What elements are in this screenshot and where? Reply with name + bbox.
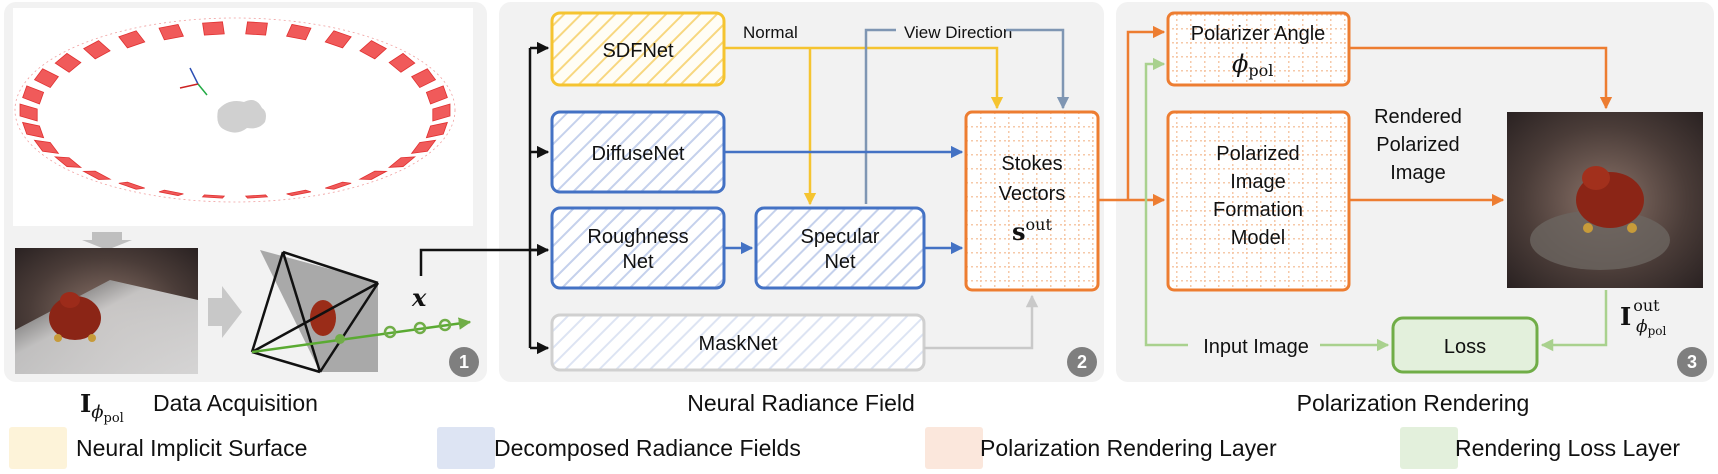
roughness-net-label-1: Roughness — [587, 226, 688, 248]
camera-icon — [158, 189, 184, 196]
specular-net-box — [754, 206, 926, 290]
object-silhouette-icon — [179, 67, 266, 133]
camera-icon — [286, 189, 312, 196]
stokes-label-1: Stokes — [1001, 153, 1062, 175]
rendered-image — [1507, 112, 1703, 288]
legend-label-1: Decomposed Radiance Fields — [494, 435, 801, 461]
roughness-net-label-2: Net — [622, 251, 654, 273]
camera-icon — [388, 52, 416, 73]
point-symbol: x — [411, 283, 427, 312]
camera-icon — [53, 156, 83, 168]
section-title-neural-radiance-field: Neural Radiance Field — [687, 390, 915, 416]
legend-swatch-2 — [925, 427, 983, 469]
camera-icon — [118, 30, 146, 49]
legend-swatch-3 — [1400, 427, 1458, 469]
pifm-label-3: Formation — [1213, 199, 1303, 221]
camera-icon — [54, 52, 82, 73]
camera-icon — [359, 40, 387, 60]
camera-icon — [22, 85, 45, 105]
stokes-symbol: sout — [1012, 215, 1052, 246]
roughness-net-box — [550, 206, 726, 290]
camera-icon — [387, 156, 417, 168]
down-arrow-icon — [82, 232, 132, 250]
normal-arrows — [724, 46, 1004, 206]
rendered-label-3: Image — [1390, 162, 1446, 184]
input-image-symbol: Iϕpol — [80, 389, 124, 426]
camera-icon — [325, 181, 352, 190]
camera-icon — [244, 194, 269, 199]
camera-icon — [432, 103, 451, 122]
stokes-label-2: Vectors — [999, 183, 1066, 205]
polarizer-angle-symbol: ϕpol — [1232, 50, 1273, 80]
camera-icon — [324, 30, 352, 49]
legend-label-3: Rendering Loss Layer — [1455, 435, 1680, 461]
polarizer-angle-label: Polarizer Angle — [1191, 23, 1326, 45]
legend: Neural Implicit Surface Decomposed Radia… — [9, 427, 1680, 469]
camera-icon — [425, 121, 448, 139]
camera-icon — [118, 181, 145, 190]
pifm-label-1: Polarized — [1216, 143, 1299, 165]
polarizer-angle-box — [1166, 11, 1351, 87]
view-direction-arrows — [864, 28, 1070, 204]
radiance-arrows — [724, 145, 964, 255]
input-image-label: Input Image — [1203, 336, 1309, 358]
camera-icon — [22, 121, 45, 139]
masknet-box — [550, 313, 926, 372]
stokes-output-arrows — [1098, 25, 1613, 207]
section-title-polarization-rendering: Polarization Rendering — [1297, 390, 1530, 416]
step-badge-2 — [1067, 347, 1097, 377]
input-arrows — [419, 41, 550, 355]
camera-icon — [425, 85, 448, 105]
specular-net-label-2: Net — [824, 251, 856, 273]
loss-arrows — [1144, 57, 1608, 352]
normal-label: Normal — [743, 23, 798, 42]
step-number-1: 1 — [459, 352, 469, 372]
legend-swatch-0 — [9, 427, 67, 469]
legend-swatch-1 — [437, 427, 495, 469]
camera-icon — [82, 170, 112, 180]
loss-label: Loss — [1444, 336, 1486, 358]
camera-icon — [83, 40, 111, 60]
camera-ring — [14, 17, 456, 203]
right-arrow-icon — [208, 286, 242, 338]
camera-icon — [201, 194, 226, 199]
camera-icon — [158, 23, 184, 41]
camera-frustums — [19, 21, 451, 199]
rendered-image-subscript: ϕpol — [1636, 317, 1667, 338]
camera-icon — [358, 170, 388, 180]
camera-icon — [33, 139, 60, 154]
pifm-label-2: Image — [1230, 171, 1286, 193]
legend-label-2: Polarization Rendering Layer — [980, 435, 1277, 461]
masknet-label: MaskNet — [699, 333, 778, 355]
section-title-data-acquisition: Data Acquisition — [153, 390, 318, 416]
image-formation-model-box — [1166, 110, 1351, 292]
rendered-label-1: Rendered — [1374, 106, 1462, 128]
step-badge-3 — [1677, 347, 1707, 377]
specular-net-label-1: Specular — [801, 226, 880, 248]
camera-icon — [202, 21, 225, 36]
sdfnet-label: SDFNet — [602, 40, 674, 62]
step-number-3: 3 — [1687, 352, 1697, 372]
loss-box — [1391, 316, 1539, 374]
rendered-label-2: Polarized — [1376, 134, 1459, 156]
mask-arrow — [924, 294, 1039, 350]
camera-icon — [245, 21, 268, 36]
step-number-2: 2 — [1077, 352, 1087, 372]
camera-icon — [19, 103, 38, 122]
camera-icon — [33, 68, 59, 89]
camera-frustum-ray — [250, 250, 472, 374]
view-direction-label: View Direction — [904, 23, 1012, 42]
camera-icon — [286, 23, 312, 41]
legend-label-0: Neural Implicit Surface — [76, 435, 307, 461]
diffusenet-label: DiffuseNet — [591, 143, 684, 165]
camera-icon — [411, 68, 437, 89]
captured-photo — [15, 248, 198, 374]
pifm-label-4: Model — [1231, 227, 1285, 249]
step-badge-1 — [449, 347, 479, 377]
camera-icon — [410, 139, 437, 154]
